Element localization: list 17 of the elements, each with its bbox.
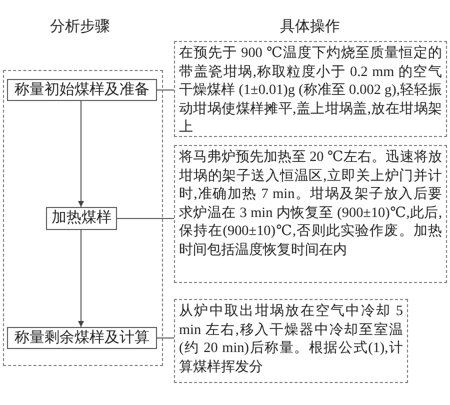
column-header: 分析步骤 [50, 18, 110, 36]
column-header: 具体操作 [280, 18, 340, 36]
note-box [174, 299, 408, 383]
step-label: 称量剩余煤样及计算 [14, 330, 150, 346]
process-box [7, 327, 157, 349]
step-label: 称量初始煤样及准备 [14, 82, 150, 98]
connector-line [116, 218, 174, 219]
group-frame [3, 70, 163, 366]
step-label: 加热煤样 [52, 211, 112, 226]
process-box [7, 79, 157, 101]
operation-text: 将马弗炉预先加热至 20 ℃左右。迅速将放坩埚的架子送入恒温区,立即关上炉门并计时,准确加热 7 min。坩埚及架子放入后要求炉温在 3 min 内恢复至 (900±10)℃,此后,保持在(900±10)℃,否则此实验作废。加热时间包括温度恢复时间在内 [179, 148, 442, 259]
operation-text: 从炉中取出坩埚放在空气中冷却 5 min 左右,移入干燥器中冷却至室温(约 20 min)后称量。根据公式(1),计算煤样挥发分 [179, 302, 403, 376]
operation-text: 在预先于 900 ℃温度下灼烧至质量恒定的带盖瓷坩埚,称取粒度小于 0.2 mm 的空气干燥煤样 (1±0.01)g (称准至 0.002 g),轻轻振动坩埚使煤样摊平,盖上坩埚盖,放在坩埚架上 [179, 44, 442, 136]
arrow [78, 230, 84, 328]
note-box [174, 145, 447, 283]
process-box [46, 207, 117, 230]
arrow [78, 100, 84, 208]
